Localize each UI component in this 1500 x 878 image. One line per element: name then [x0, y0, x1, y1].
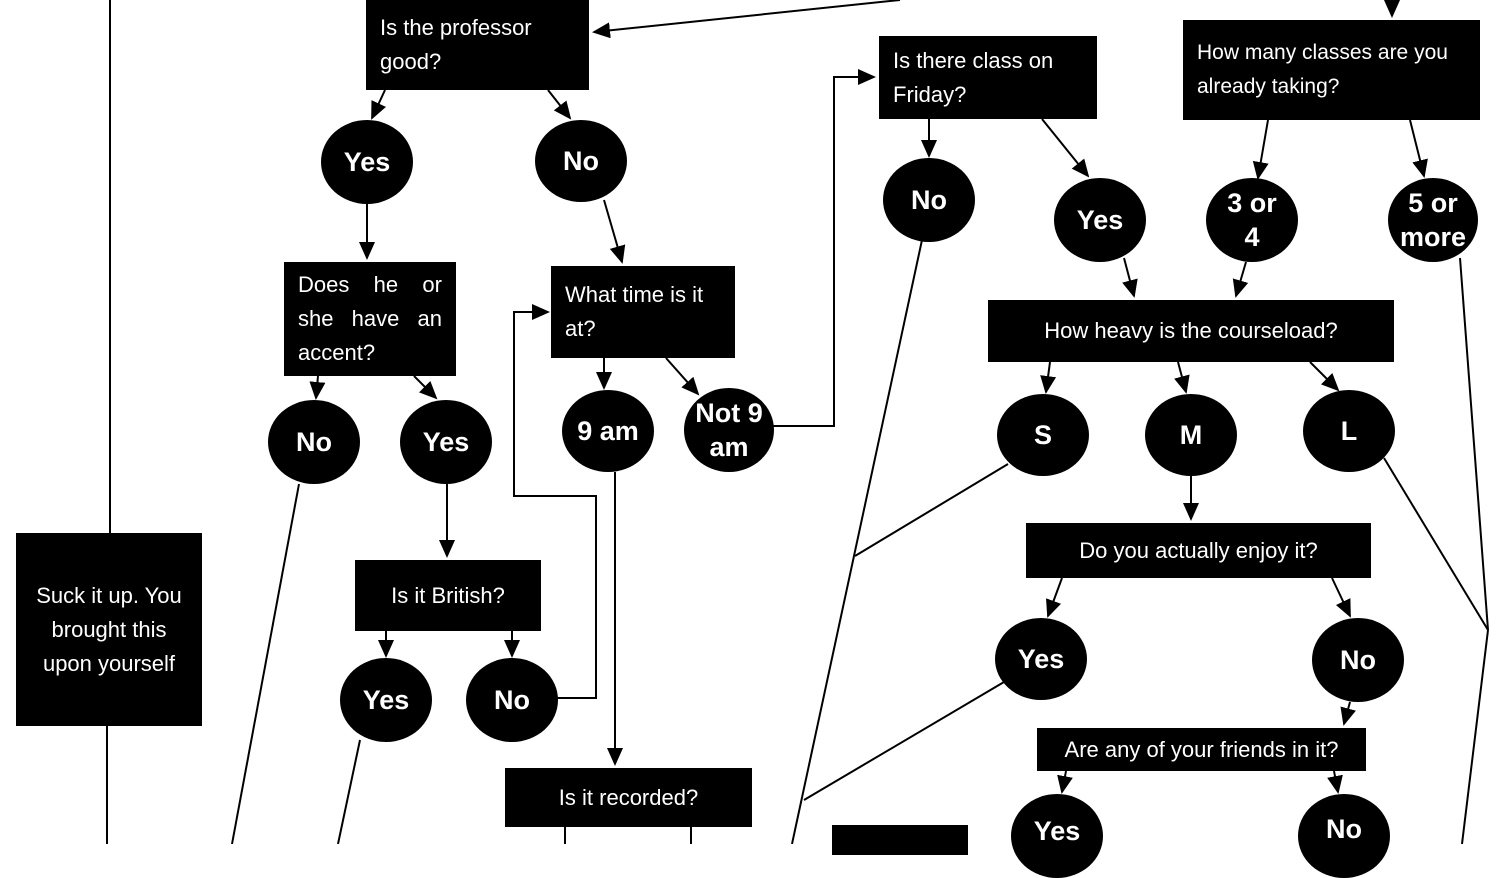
answer-prof-yes: Yes — [321, 120, 413, 204]
answer-time-9am: 9 am — [562, 390, 654, 472]
question-enjoy: Do you actually enjoy it? — [1026, 523, 1371, 578]
question-how-many-classes: How many classes are you already taking? — [1183, 20, 1480, 120]
answer-load-s: S — [997, 394, 1089, 476]
question-text: Does he or she have an accent? — [298, 272, 442, 365]
question-text: How heavy is the courseload? — [1044, 318, 1338, 343]
answer-british-yes: Yes — [340, 658, 432, 742]
answer-british-no: No — [466, 658, 558, 742]
question-courseload: How heavy is the courseload? — [988, 300, 1394, 362]
question-british: Is it British? — [355, 560, 541, 631]
question-text: How many classes are you already taking? — [1197, 41, 1448, 98]
answer-time-not-9am: Not 9 am — [684, 388, 774, 472]
question-friends: Are any of your friends in it? — [1037, 728, 1366, 771]
answer-friends-no: No — [1298, 794, 1390, 878]
question-recorded: Is it recorded? — [505, 768, 752, 827]
answer-prof-no: No — [535, 120, 627, 202]
question-class-friday: Is there class on Friday? — [879, 36, 1097, 119]
question-accent: Does he or she have an accent? — [284, 262, 456, 376]
answer-classes-5-or-more: 5 or more — [1388, 178, 1478, 262]
answer-friday-no: No — [883, 158, 975, 242]
outcome-text: Suck it up. You brought this upon yourse… — [36, 582, 182, 676]
partial-question-box — [832, 825, 968, 855]
answer-friends-yes: Yes — [1011, 794, 1103, 878]
question-text: Do you actually enjoy it? — [1079, 537, 1318, 563]
question-text: Is the professor good? — [380, 15, 532, 74]
question-text: Is it British? — [391, 582, 505, 608]
answer-enjoy-yes: Yes — [995, 618, 1087, 700]
answer-load-l: L — [1303, 390, 1395, 472]
answer-accent-yes: Yes — [400, 400, 492, 484]
answer-enjoy-no: No — [1312, 618, 1404, 702]
answer-accent-no: No — [268, 400, 360, 484]
connector-lines — [106, 0, 1489, 844]
question-text: Is it recorded? — [558, 784, 699, 810]
question-text: Is there class on Friday? — [893, 47, 1054, 107]
question-text: Are any of your friends in it? — [1064, 736, 1339, 762]
answer-classes-3-or-4: 3 or 4 — [1206, 178, 1298, 262]
answer-load-m: M — [1145, 394, 1237, 476]
question-text: What time is it at? — [565, 282, 704, 341]
question-what-time: What time is it at? — [551, 266, 735, 358]
outcome-suck-it-up: Suck it up. You brought this upon yourse… — [16, 533, 202, 726]
answer-friday-yes: Yes — [1054, 178, 1146, 262]
question-professor-good: Is the professor good? — [366, 0, 589, 90]
